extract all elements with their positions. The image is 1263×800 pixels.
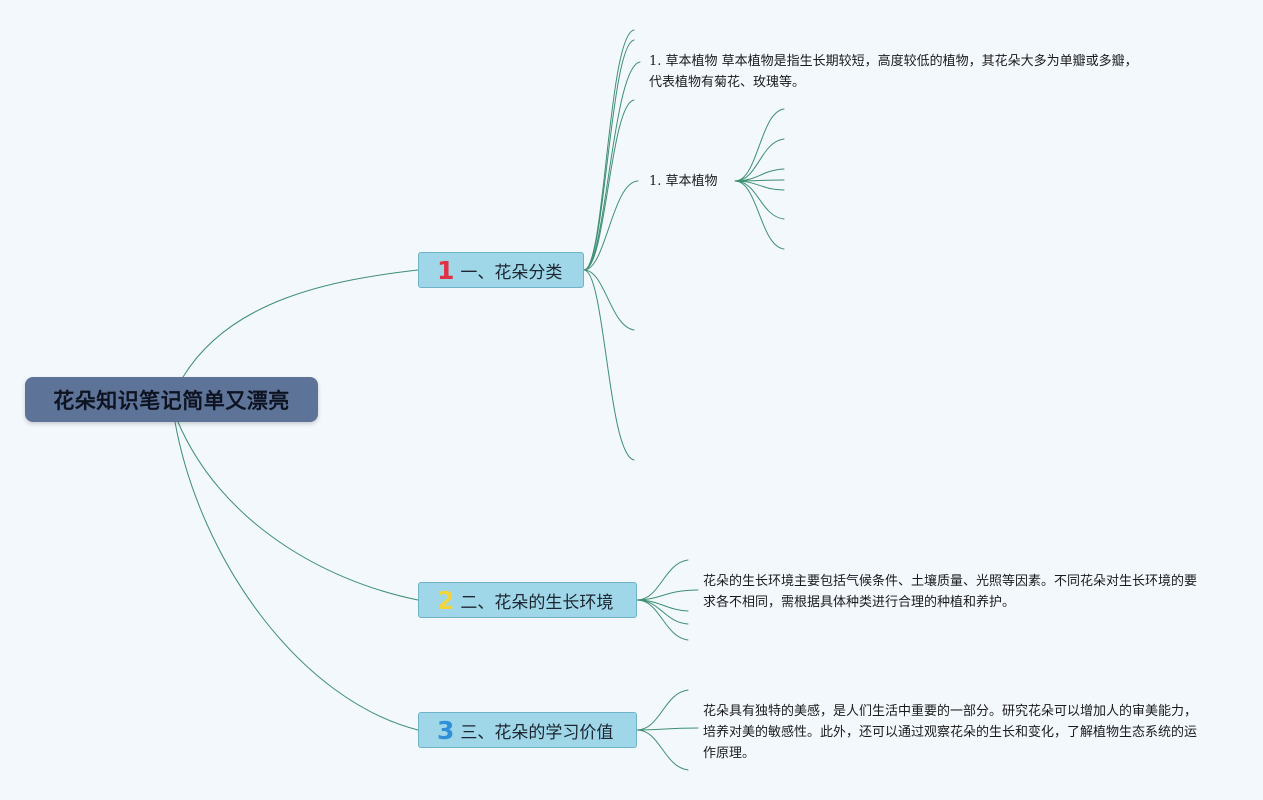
topic-node-classification[interactable]: 1 一、花朵分类 [418,252,584,288]
connector-t2-b4 [636,599,689,625]
connector-t3-b1 [636,689,689,731]
connector-t3-b3 [636,729,689,771]
connector-t2-b5 [636,599,689,641]
connector-root-topic-3 [174,421,419,731]
topic-node-environment[interactable]: 2 二、花朵的生长环境 [418,582,637,618]
topic-node-value[interactable]: 3 三、花朵的学习价值 [418,712,637,748]
note-value[interactable]: 花朵具有独特的美感，是人们生活中重要的一部分。研究花朵可以增加人的审美能力，培养… [703,704,1198,761]
note-environment[interactable]: 花朵的生长环境主要包括气候条件、土壤质量、光照等因素。不同花朵对生长环境的要求各… [703,574,1198,610]
connector-t1-b5 [583,180,639,271]
connector-t1-b2 [583,39,635,271]
note-classification-detail[interactable]: 1. 草本植物 草本植物是指生长期较短，高度较低的植物，其花朵大多为单瓣或多瓣，… [649,54,1138,90]
note-classification-sub[interactable]: 1. 草本植物 [649,174,718,189]
connector-t1-b6 [583,269,635,331]
connector-t2-b1 [636,559,689,601]
connector-sub-b7 [734,180,785,250]
connector-sub-b6 [734,180,785,220]
connector-t1-b3 [583,61,641,271]
topic-label: 二、花朵的生长环境 [460,592,614,613]
topic-label: 一、花朵分类 [460,262,563,283]
root-node[interactable]: 花朵知识笔记简单又漂亮 [25,377,318,422]
connector-t1-b4 [583,99,635,271]
connector-sub-b2 [734,138,785,182]
topic-number-badge: 2 [437,585,455,615]
connector-t2-b2 [636,589,699,601]
connector-t3-b2 [636,727,699,731]
topic-number-badge: 1 [437,255,455,285]
connector-root-topic-1 [182,269,419,378]
topic-label: 三、花朵的学习价值 [460,722,614,743]
topic-number-badge: 3 [437,715,455,745]
connector-root-topic-2 [177,421,419,601]
connector-t1-b7 [583,269,635,461]
root-title: 花朵知识笔记简单又漂亮 [53,388,290,413]
connector-sub-b1 [734,108,785,182]
